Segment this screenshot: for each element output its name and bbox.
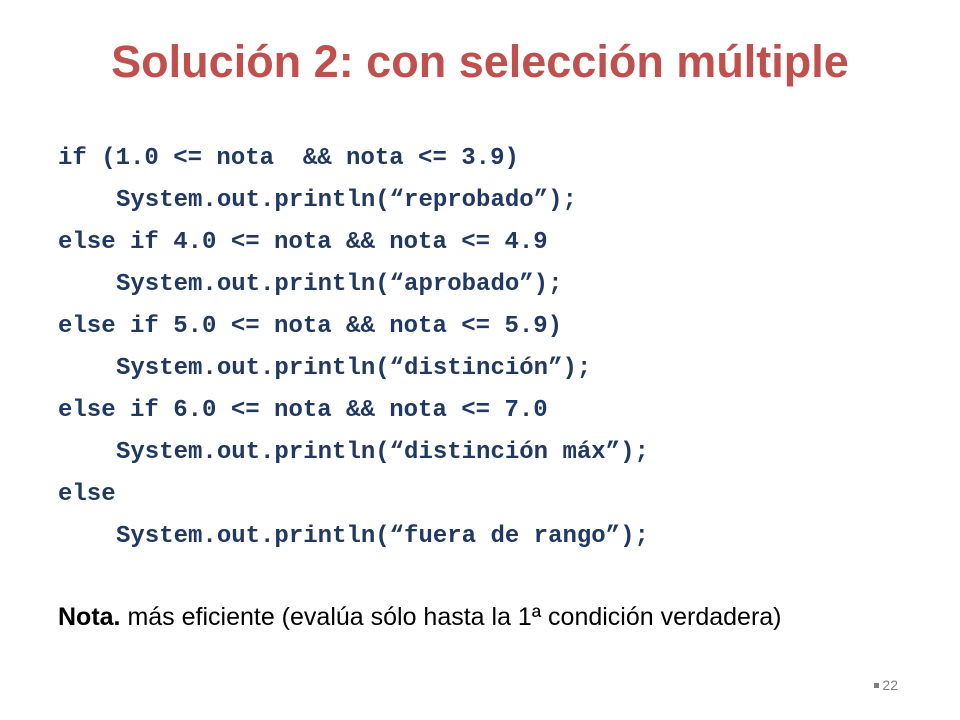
code-line: else if 5.0 <= nota && nota <= 5.9) [58, 313, 563, 340]
code-line: if (1.0 <= nota && nota <= 3.9) [58, 145, 519, 172]
note-text: más eficiente (evalúa sólo hasta la 1ª c… [120, 603, 782, 631]
code-line: System.out.println(“reprobado”); [116, 187, 577, 214]
note-paragraph: Nota. más eficiente (evalúa sólo hasta l… [58, 602, 898, 632]
slide-title: Solución 2: con selección múltiple [111, 36, 849, 87]
page-number-text: 22 [882, 677, 898, 693]
page-number: 22 [874, 676, 898, 694]
code-line: else [58, 481, 116, 508]
code-block: if (1.0 <= nota && nota <= 3.9) System.o… [58, 138, 918, 558]
code-line: System.out.println(“distinción”); [116, 355, 592, 382]
code-line: System.out.println(“distinción máx”); [116, 439, 649, 466]
code-line: else if 6.0 <= nota && nota <= 7.0 [58, 397, 548, 424]
code-line: System.out.println(“fuera de rango”); [116, 523, 649, 550]
code-line: else if 4.0 <= nota && nota <= 4.9 [58, 229, 548, 256]
code-line: System.out.println(“aprobado”); [116, 271, 563, 298]
note-label: Nota. [58, 603, 121, 631]
bullet-square-icon [874, 682, 880, 688]
